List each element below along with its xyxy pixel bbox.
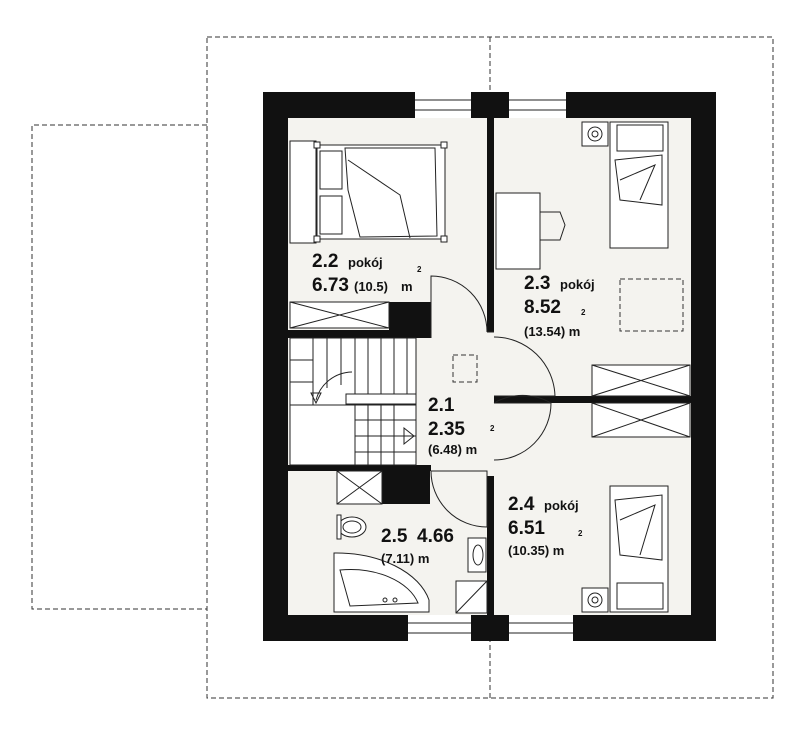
label-room-21: 2.1 2.35 2 (6.48) m [428, 395, 495, 457]
bathroom-fixtures [333, 514, 488, 614]
cabinet-room-25 [336, 470, 383, 505]
wardrobes [289, 301, 691, 505]
toilet [336, 514, 367, 540]
room-24-area: 6.51 [508, 518, 545, 539]
room-22-sup: 2 [417, 265, 422, 274]
wardrobe-room-22 [289, 301, 390, 329]
label-room-23: 2.3 pokój 8.52 2 (13.54) m [524, 273, 595, 339]
window-bottom-right [509, 615, 573, 641]
room-23-name: pokój [560, 277, 595, 292]
window-bottom-left [408, 615, 471, 641]
window-top-left [415, 92, 471, 118]
room-23-area: 8.52 [524, 297, 561, 318]
furniture-room-24 [581, 485, 669, 613]
wardrobe-room-23 [591, 364, 691, 397]
room-21-area-alt: (6.48) m [428, 442, 477, 457]
room-24-area-alt: (10.35) m [508, 543, 564, 558]
label-room-25: 2.5 4.66 (7.11) m [381, 526, 454, 566]
label-room-22: 2.2 pokój 6.73 (10.5) m 2 [312, 251, 422, 296]
room-25-area: 4.66 [417, 526, 454, 547]
room-22-name: pokój [348, 255, 383, 270]
sink [467, 537, 487, 573]
room-23-sup: 2 [581, 308, 586, 317]
room-22-number: 2.2 [312, 251, 338, 272]
room-22-unit: m [401, 279, 413, 294]
room-22-area: 6.73 [312, 275, 349, 296]
windows [408, 92, 573, 641]
room-21-area: 2.35 [428, 419, 465, 440]
room-23-number: 2.3 [524, 273, 550, 294]
wardrobe-room-24 [591, 402, 691, 438]
room-25-area-alt: (7.11) m [381, 551, 429, 566]
staircase [289, 337, 478, 466]
room-22-area-alt: (10.5) [354, 279, 388, 294]
room-23-area-alt: (13.54) m [524, 324, 580, 339]
doors [430, 275, 556, 528]
interior-walls [288, 118, 691, 615]
room-25-number: 2.5 [381, 526, 408, 547]
room-21-number: 2.1 [428, 395, 455, 416]
window-top-right [509, 92, 566, 118]
bed-room-22 [289, 140, 448, 244]
room-24-number: 2.4 [508, 494, 535, 515]
label-room-24: 2.4 pokój 6.51 2 (10.35) m [508, 494, 583, 558]
room-21-sup: 2 [490, 424, 495, 433]
room-24-name: pokój [544, 498, 579, 513]
corner-bathtub [333, 552, 430, 613]
furniture-room-23 [495, 121, 684, 332]
shower-tray [455, 580, 488, 614]
room-24-sup: 2 [578, 529, 583, 538]
